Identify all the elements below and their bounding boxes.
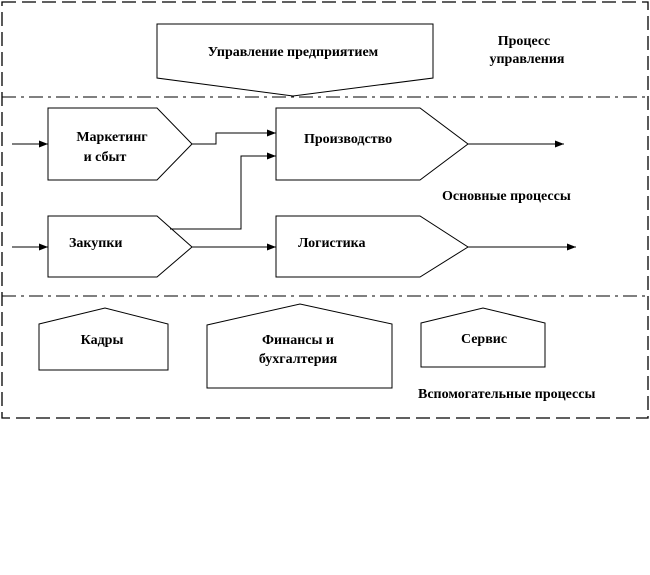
block-production-label: Производство bbox=[304, 132, 392, 147]
zone-label-management: Процесс управления bbox=[489, 34, 564, 67]
block-management[interactable]: Управление предприятием bbox=[156, 23, 434, 97]
block-marketing-label-line2: и сбыт bbox=[84, 150, 127, 165]
outer-frame bbox=[1, 1, 649, 419]
block-hr[interactable]: Кадры bbox=[38, 307, 169, 371]
block-purchasing[interactable]: Закупки bbox=[47, 215, 193, 278]
connector-purchasing-production bbox=[170, 152, 276, 230]
zone-management-label-line1: Процесс bbox=[498, 34, 551, 49]
block-finance-label-line2: бухгалтерия bbox=[259, 352, 338, 367]
zone-management-label-line2: управления bbox=[489, 52, 564, 67]
block-logistics[interactable]: Логистика bbox=[275, 215, 469, 278]
block-production[interactable]: Производство bbox=[275, 107, 469, 181]
block-management-label: Управление предприятием bbox=[208, 45, 379, 60]
block-marketing-label-line1: Маркетинг bbox=[76, 130, 147, 145]
block-hr-label: Кадры bbox=[81, 333, 124, 348]
block-finance[interactable]: Финансы и бухгалтерия bbox=[206, 303, 393, 389]
block-service-label: Сервис bbox=[461, 332, 507, 347]
block-logistics-label: Логистика bbox=[298, 236, 366, 251]
block-marketing[interactable]: Маркетинг и сбыт bbox=[47, 107, 193, 181]
zone-core-label: Основные процессы bbox=[442, 189, 571, 204]
block-purchasing-label: Закупки bbox=[69, 236, 122, 251]
connector-marketing-production bbox=[192, 129, 276, 145]
zone-support-label: Вспомогательные процессы bbox=[418, 387, 595, 402]
block-service[interactable]: Сервис bbox=[420, 307, 546, 368]
block-finance-label-line1: Финансы и bbox=[262, 333, 334, 348]
